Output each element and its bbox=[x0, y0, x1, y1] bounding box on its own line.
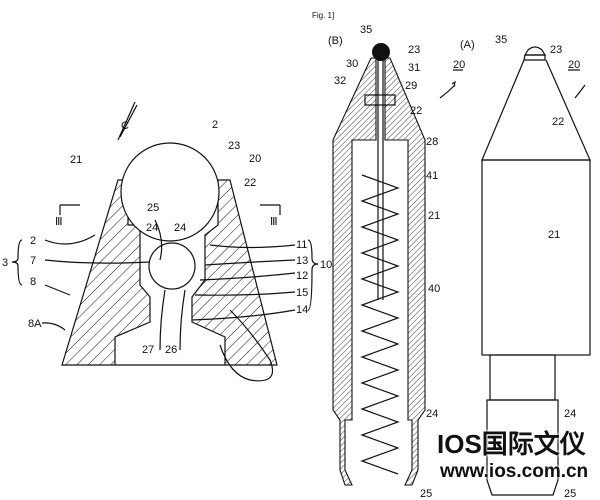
ball-holder-section-view: C 2 23 20 21 22 Ⅲ Ⅲ 25 24 24 2 7 3 8 11 … bbox=[2, 101, 332, 382]
label: 20 bbox=[453, 59, 465, 71]
label: 23 bbox=[408, 44, 420, 56]
label: Ⅲ bbox=[270, 216, 278, 228]
label: 11 bbox=[296, 239, 307, 251]
label: 21 bbox=[548, 229, 560, 241]
barrel-wall-right bbox=[384, 57, 426, 486]
label: 32 bbox=[334, 75, 346, 87]
label: 21 bbox=[428, 210, 440, 222]
label: 8 bbox=[30, 276, 36, 288]
label: 26 bbox=[165, 344, 177, 356]
label: 20 bbox=[568, 59, 580, 71]
label: 20 bbox=[249, 153, 261, 165]
view-b-title: (B) bbox=[328, 35, 343, 47]
label: 24 bbox=[146, 222, 158, 234]
label: 22 bbox=[244, 177, 256, 189]
label: 14 bbox=[296, 304, 308, 316]
label: 22 bbox=[410, 105, 422, 117]
label: 25 bbox=[564, 488, 576, 500]
label: 15 bbox=[296, 287, 308, 299]
label: 41 bbox=[426, 170, 438, 182]
bracket-3 bbox=[11, 239, 23, 286]
bracket-10 bbox=[307, 239, 319, 311]
label: 28 bbox=[426, 136, 438, 148]
label: 31 bbox=[408, 62, 420, 74]
label: 23 bbox=[550, 44, 562, 56]
label-c: C bbox=[121, 120, 129, 132]
label: 21 bbox=[70, 154, 82, 166]
pen-section-view-b: Fig. 1] (B) 35 23 30 31 32 29 20 22 28 4… bbox=[312, 11, 465, 500]
label: 8A bbox=[28, 318, 42, 330]
label: 35 bbox=[495, 34, 507, 46]
label: 24 bbox=[174, 222, 186, 234]
cone bbox=[481, 59, 591, 161]
watermark-brand: IOS国际文仪 bbox=[437, 429, 586, 459]
clearance-marker-c bbox=[117, 101, 138, 141]
barrel bbox=[481, 159, 591, 356]
label: 7 bbox=[30, 255, 36, 267]
label: 35 bbox=[360, 24, 372, 36]
barrel-wall-left bbox=[332, 57, 377, 486]
ball bbox=[120, 142, 220, 242]
tip-ball bbox=[523, 46, 547, 56]
label: 24 bbox=[564, 408, 576, 420]
label: 3 bbox=[2, 257, 8, 269]
label: 22 bbox=[552, 116, 564, 128]
figure-caption: Fig. 1] bbox=[312, 11, 334, 20]
end-cap bbox=[486, 399, 559, 496]
label: 25 bbox=[420, 488, 432, 500]
watermark-url: www.ios.com.cn bbox=[440, 461, 589, 482]
writing-ball bbox=[372, 43, 390, 61]
label: 13 bbox=[296, 255, 308, 267]
label: 27 bbox=[142, 344, 154, 356]
label: Ⅲ bbox=[55, 216, 63, 228]
label: 24 bbox=[426, 408, 438, 420]
inner-ball bbox=[148, 242, 196, 290]
label: 30 bbox=[346, 58, 358, 70]
label: 12 bbox=[296, 270, 308, 282]
label: 40 bbox=[428, 283, 440, 295]
label: 2 bbox=[212, 119, 218, 131]
label: 2 bbox=[30, 235, 36, 247]
section-line-iii bbox=[59, 204, 281, 215]
label: 23 bbox=[228, 140, 240, 152]
pen-exterior-view-a: (A) 35 23 20 22 21 24 25 bbox=[460, 34, 591, 500]
view-a-title: (A) bbox=[460, 39, 475, 51]
label: 25 bbox=[147, 202, 159, 214]
spring bbox=[360, 174, 400, 475]
label: 10 bbox=[320, 259, 332, 271]
label: 29 bbox=[405, 80, 417, 92]
